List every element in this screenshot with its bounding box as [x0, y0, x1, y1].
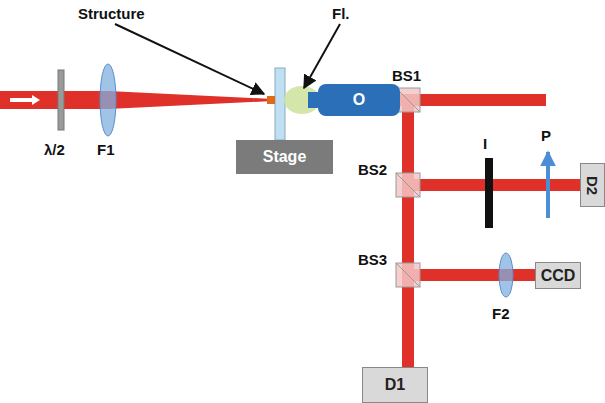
beam-splitter — [396, 173, 420, 197]
node-text: O — [353, 91, 365, 109]
leader-arrow — [304, 24, 340, 88]
detector-box: D1 — [362, 367, 428, 403]
part-label: Fl. — [332, 6, 350, 21]
half-wave-plate — [58, 70, 64, 130]
objective-box: O — [318, 84, 400, 116]
node-text: D2 — [584, 175, 601, 194]
part-label: F1 — [97, 142, 115, 157]
detector-box: D2 — [580, 163, 605, 207]
camera-box: CCD — [535, 262, 581, 289]
stage-box: Stage — [236, 140, 333, 174]
part-label: I — [483, 136, 487, 151]
leader-arrow — [115, 24, 264, 94]
laser-beam — [402, 100, 414, 367]
part-label: Structure — [78, 6, 145, 21]
laser-beam — [408, 269, 535, 281]
fluorescence — [284, 86, 320, 114]
beam-direction-arrow — [32, 95, 40, 105]
focused-beam — [108, 91, 272, 109]
lens — [499, 253, 513, 297]
part-label: F2 — [492, 306, 510, 321]
laser-beam — [0, 91, 108, 109]
laser-beam — [408, 179, 585, 191]
polarizer — [546, 152, 550, 218]
node-text: Stage — [263, 148, 307, 166]
part-label: BS2 — [358, 162, 387, 177]
part-label: BS3 — [358, 252, 387, 267]
lens — [100, 64, 116, 136]
beam-splitter — [396, 263, 420, 287]
part-label: P — [541, 128, 551, 143]
glass-substrate — [275, 68, 285, 140]
node-text: CCD — [541, 267, 576, 285]
structure — [267, 96, 275, 104]
node-text: D1 — [385, 376, 405, 394]
part-label: BS1 — [392, 68, 421, 83]
part-label: λ/2 — [44, 142, 65, 157]
iris — [485, 158, 493, 228]
